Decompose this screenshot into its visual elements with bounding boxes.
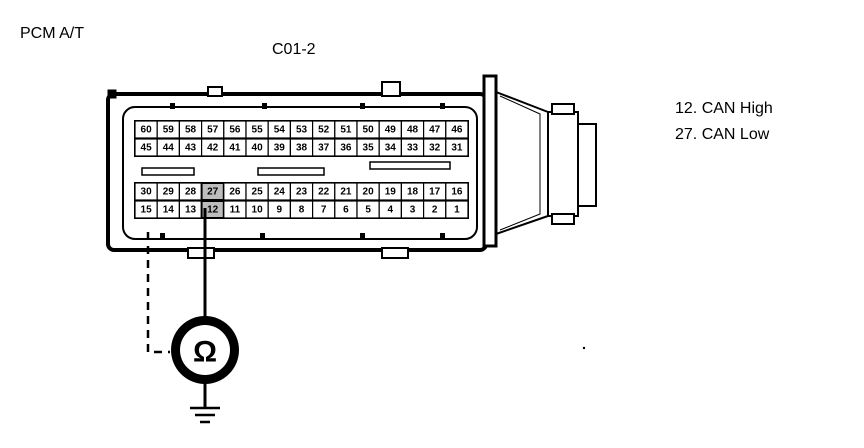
pin-label: 12 bbox=[207, 205, 219, 216]
pin-label: 37 bbox=[318, 143, 330, 154]
pin-label: 45 bbox=[141, 143, 153, 154]
pin-label: 27 bbox=[207, 187, 219, 198]
scan-dot bbox=[582, 346, 586, 350]
pin-label: 48 bbox=[407, 125, 419, 136]
pin-label: 39 bbox=[274, 143, 286, 154]
pin-label: 7 bbox=[321, 205, 327, 216]
title-label: PCM A/T bbox=[20, 25, 84, 42]
pin-label: 1 bbox=[454, 205, 460, 216]
pin-label: 8 bbox=[299, 205, 305, 216]
pin-label: 29 bbox=[163, 187, 175, 198]
pin-label: 53 bbox=[296, 125, 308, 136]
pin-label: 22 bbox=[318, 187, 330, 198]
pin-label: 33 bbox=[407, 143, 419, 154]
pin-label: 23 bbox=[296, 187, 308, 198]
pin-label: 51 bbox=[340, 125, 352, 136]
pin-label: 36 bbox=[340, 143, 352, 154]
pin-label: 11 bbox=[230, 205, 241, 216]
pin-label: 30 bbox=[141, 187, 153, 198]
pin-label: 38 bbox=[296, 143, 308, 154]
pin-label: 21 bbox=[340, 187, 352, 198]
pin-cell bbox=[445, 200, 469, 219]
ohmmeter-icon: Ω bbox=[171, 316, 239, 384]
pin-label: 26 bbox=[229, 187, 241, 198]
pin-label: 16 bbox=[451, 187, 463, 198]
pin-label: 57 bbox=[207, 125, 219, 136]
pin-label: 35 bbox=[363, 143, 375, 154]
pin-label: 50 bbox=[363, 125, 375, 136]
pin-label: 19 bbox=[385, 187, 397, 198]
pin-label: 60 bbox=[141, 125, 153, 136]
pin-label: 3 bbox=[410, 205, 416, 216]
pin-label: 52 bbox=[318, 125, 330, 136]
pin-label: 55 bbox=[252, 125, 264, 136]
connector-id-label: C01-2 bbox=[272, 41, 316, 58]
pin-label: 41 bbox=[229, 143, 241, 154]
pin-label: 18 bbox=[407, 187, 419, 198]
probe-wiring bbox=[146, 208, 220, 424]
pin-label: 34 bbox=[385, 143, 397, 154]
pin-label: 2 bbox=[432, 205, 438, 216]
pin-label: 4 bbox=[388, 205, 394, 216]
pin-label: 15 bbox=[141, 205, 153, 216]
pin-label: 25 bbox=[252, 187, 264, 198]
pin-label: 43 bbox=[185, 143, 197, 154]
pin-label: 31 bbox=[451, 143, 463, 154]
pin-label: 28 bbox=[185, 187, 197, 198]
pin-label: 58 bbox=[185, 125, 197, 136]
ohm-symbol: Ω bbox=[193, 336, 217, 369]
pin-label: 54 bbox=[274, 125, 286, 136]
pin-label: 32 bbox=[429, 143, 441, 154]
connector-body bbox=[106, 74, 597, 259]
pin-label: 49 bbox=[385, 125, 397, 136]
legend-can-high: 12. CAN High bbox=[675, 100, 773, 117]
pin-label: 17 bbox=[429, 187, 441, 198]
pin-label: 56 bbox=[229, 125, 241, 136]
pin-label: 6 bbox=[343, 205, 349, 216]
pin-label: 40 bbox=[252, 143, 264, 154]
pin-label: 9 bbox=[277, 205, 283, 216]
legend-can-low: 27. CAN Low bbox=[675, 126, 770, 143]
pin-label: 10 bbox=[252, 205, 264, 216]
pin-label: 44 bbox=[163, 143, 175, 154]
pin-label: 47 bbox=[429, 125, 441, 136]
pin-label: 13 bbox=[185, 205, 197, 216]
pin-label: 46 bbox=[451, 125, 463, 136]
pin-label: 5 bbox=[365, 205, 371, 216]
pin-label: 20 bbox=[363, 187, 375, 198]
pin-cell bbox=[445, 138, 469, 157]
pin-label: 24 bbox=[274, 187, 286, 198]
pin-label: 14 bbox=[163, 205, 175, 216]
pin-label: 59 bbox=[163, 125, 175, 136]
pin-label: 42 bbox=[207, 143, 219, 154]
